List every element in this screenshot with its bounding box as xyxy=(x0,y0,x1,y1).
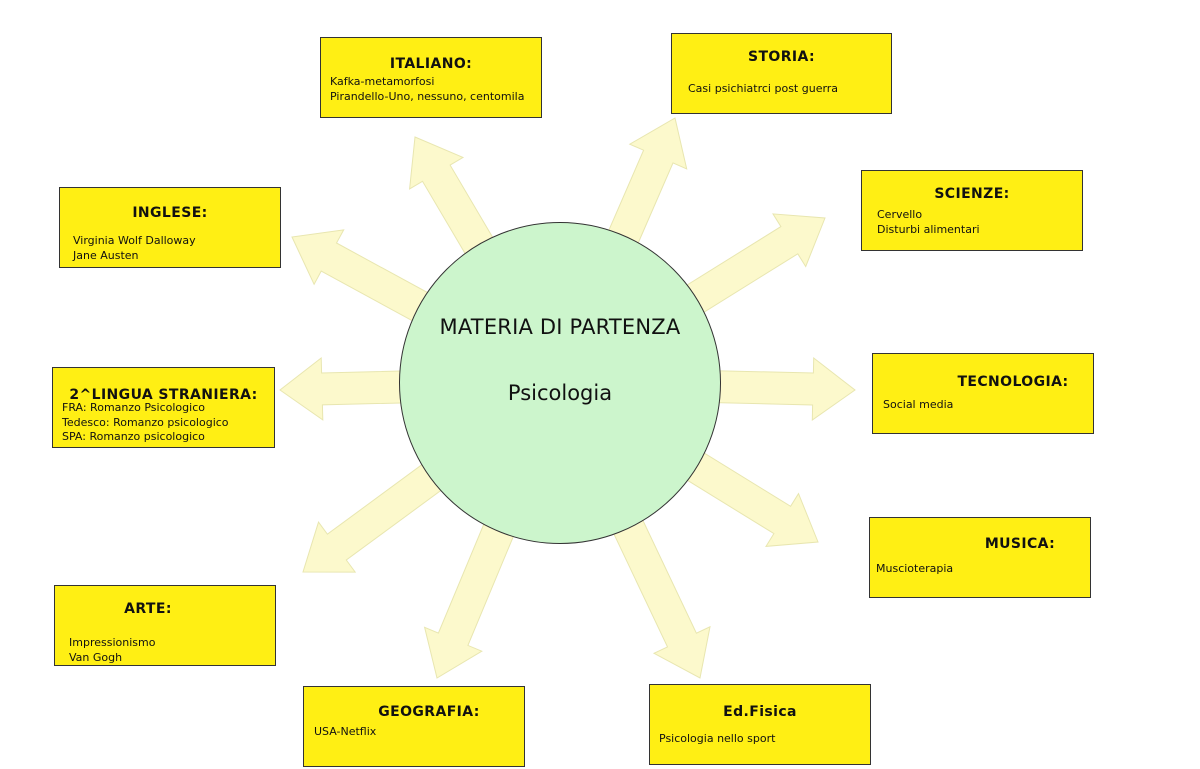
node-storia-title: STORIA: xyxy=(747,49,816,65)
node-arte: ARTE: Impressionismo Van Gogh xyxy=(54,585,276,666)
node-musica-line-1: Muscioterapia xyxy=(876,562,954,575)
node-inglese-lines: Virginia Wolf Dalloway Jane Austen xyxy=(73,234,196,263)
node-inglese-title: INGLESE: xyxy=(132,205,208,221)
node-scienze-lines: Cervello Disturbi alimentari xyxy=(877,208,980,237)
node-italiano-lines: Kafka-metamorfosi Pirandello-Uno, nessun… xyxy=(330,75,524,104)
node-lingua-lines: FRA: Romanzo Psicologico Tedesco: Romanz… xyxy=(62,401,229,445)
node-inglese-line-2: Jane Austen xyxy=(73,248,139,262)
node-scienze-title: SCIENZE: xyxy=(934,186,1010,202)
node-geografia-title: GEOGRAFIA: xyxy=(378,704,480,720)
node-arte-title: ARTE: xyxy=(124,601,172,617)
node-tecnologia-line-1: Social media xyxy=(883,398,954,411)
node-storia: STORIA: Casi psichiatrci post guerra xyxy=(671,33,892,114)
node-lingua-line-3: SPA: Romanzo psicologico xyxy=(62,430,205,443)
node-lingua-title: 2^LINGUA STRANIERA: xyxy=(69,387,258,403)
node-geografia: GEOGRAFIA: USA-Netflix xyxy=(303,686,525,767)
node-inglese: INGLESE: Virginia Wolf Dalloway Jane Aus… xyxy=(59,187,281,268)
node-lingua-line-2: Tedesco: Romanzo psicologico xyxy=(62,415,229,429)
node-italiano-line-1: Kafka-metamorfosi xyxy=(330,75,435,88)
node-geografia-lines: USA-Netflix xyxy=(314,725,376,740)
node-arte-line-2: Van Gogh xyxy=(69,650,123,664)
node-lingua-straniera: 2^LINGUA STRANIERA: FRA: Romanzo Psicolo… xyxy=(52,367,275,448)
node-tecnologia-lines: Social media xyxy=(883,398,953,413)
node-lingua-line-1: FRA: Romanzo Psicologico xyxy=(62,401,205,414)
node-italiano: ITALIANO: Kafka-metamorfosi Pirandello-U… xyxy=(320,37,542,118)
node-italiano-line-2: Pirandello-Uno, nessuno, centomila xyxy=(330,89,525,103)
node-storia-line-1: Casi psichiatrci post guerra xyxy=(688,82,839,95)
node-scienze: SCIENZE: Cervello Disturbi alimentari xyxy=(861,170,1083,251)
node-tecnologia-title: TECNOLOGIA: xyxy=(957,374,1069,390)
node-inglese-line-1: Virginia Wolf Dalloway xyxy=(73,234,196,247)
node-geografia-line-1: USA-Netflix xyxy=(314,725,377,738)
center-subject: Psicologia xyxy=(507,381,613,405)
node-italiano-title: ITALIANO: xyxy=(389,56,473,72)
node-musica-title: MUSICA: xyxy=(984,536,1056,552)
node-edfisica-title: Ed.Fisica xyxy=(723,704,797,720)
center-circle: MATERIA DI PARTENZA Psicologia xyxy=(399,222,721,544)
node-edfisica-lines: Psicologia nello sport xyxy=(659,732,775,747)
node-scienze-line-1: Cervello xyxy=(877,208,923,221)
node-musica-lines: Muscioterapia xyxy=(876,562,953,577)
center-title: MATERIA DI PARTENZA xyxy=(439,315,681,339)
node-edfisica-line-1: Psicologia nello sport xyxy=(659,732,776,745)
node-arte-line-1: Impressionismo xyxy=(69,636,156,649)
node-scienze-line-2: Disturbi alimentari xyxy=(877,222,980,236)
node-musica: MUSICA: Muscioterapia xyxy=(869,517,1091,598)
node-arte-lines: Impressionismo Van Gogh xyxy=(69,636,155,665)
node-storia-lines: Casi psichiatrci post guerra xyxy=(688,82,838,97)
node-ed-fisica: Ed.Fisica Psicologia nello sport xyxy=(649,684,871,765)
node-tecnologia: TECNOLOGIA: Social media xyxy=(872,353,1094,434)
